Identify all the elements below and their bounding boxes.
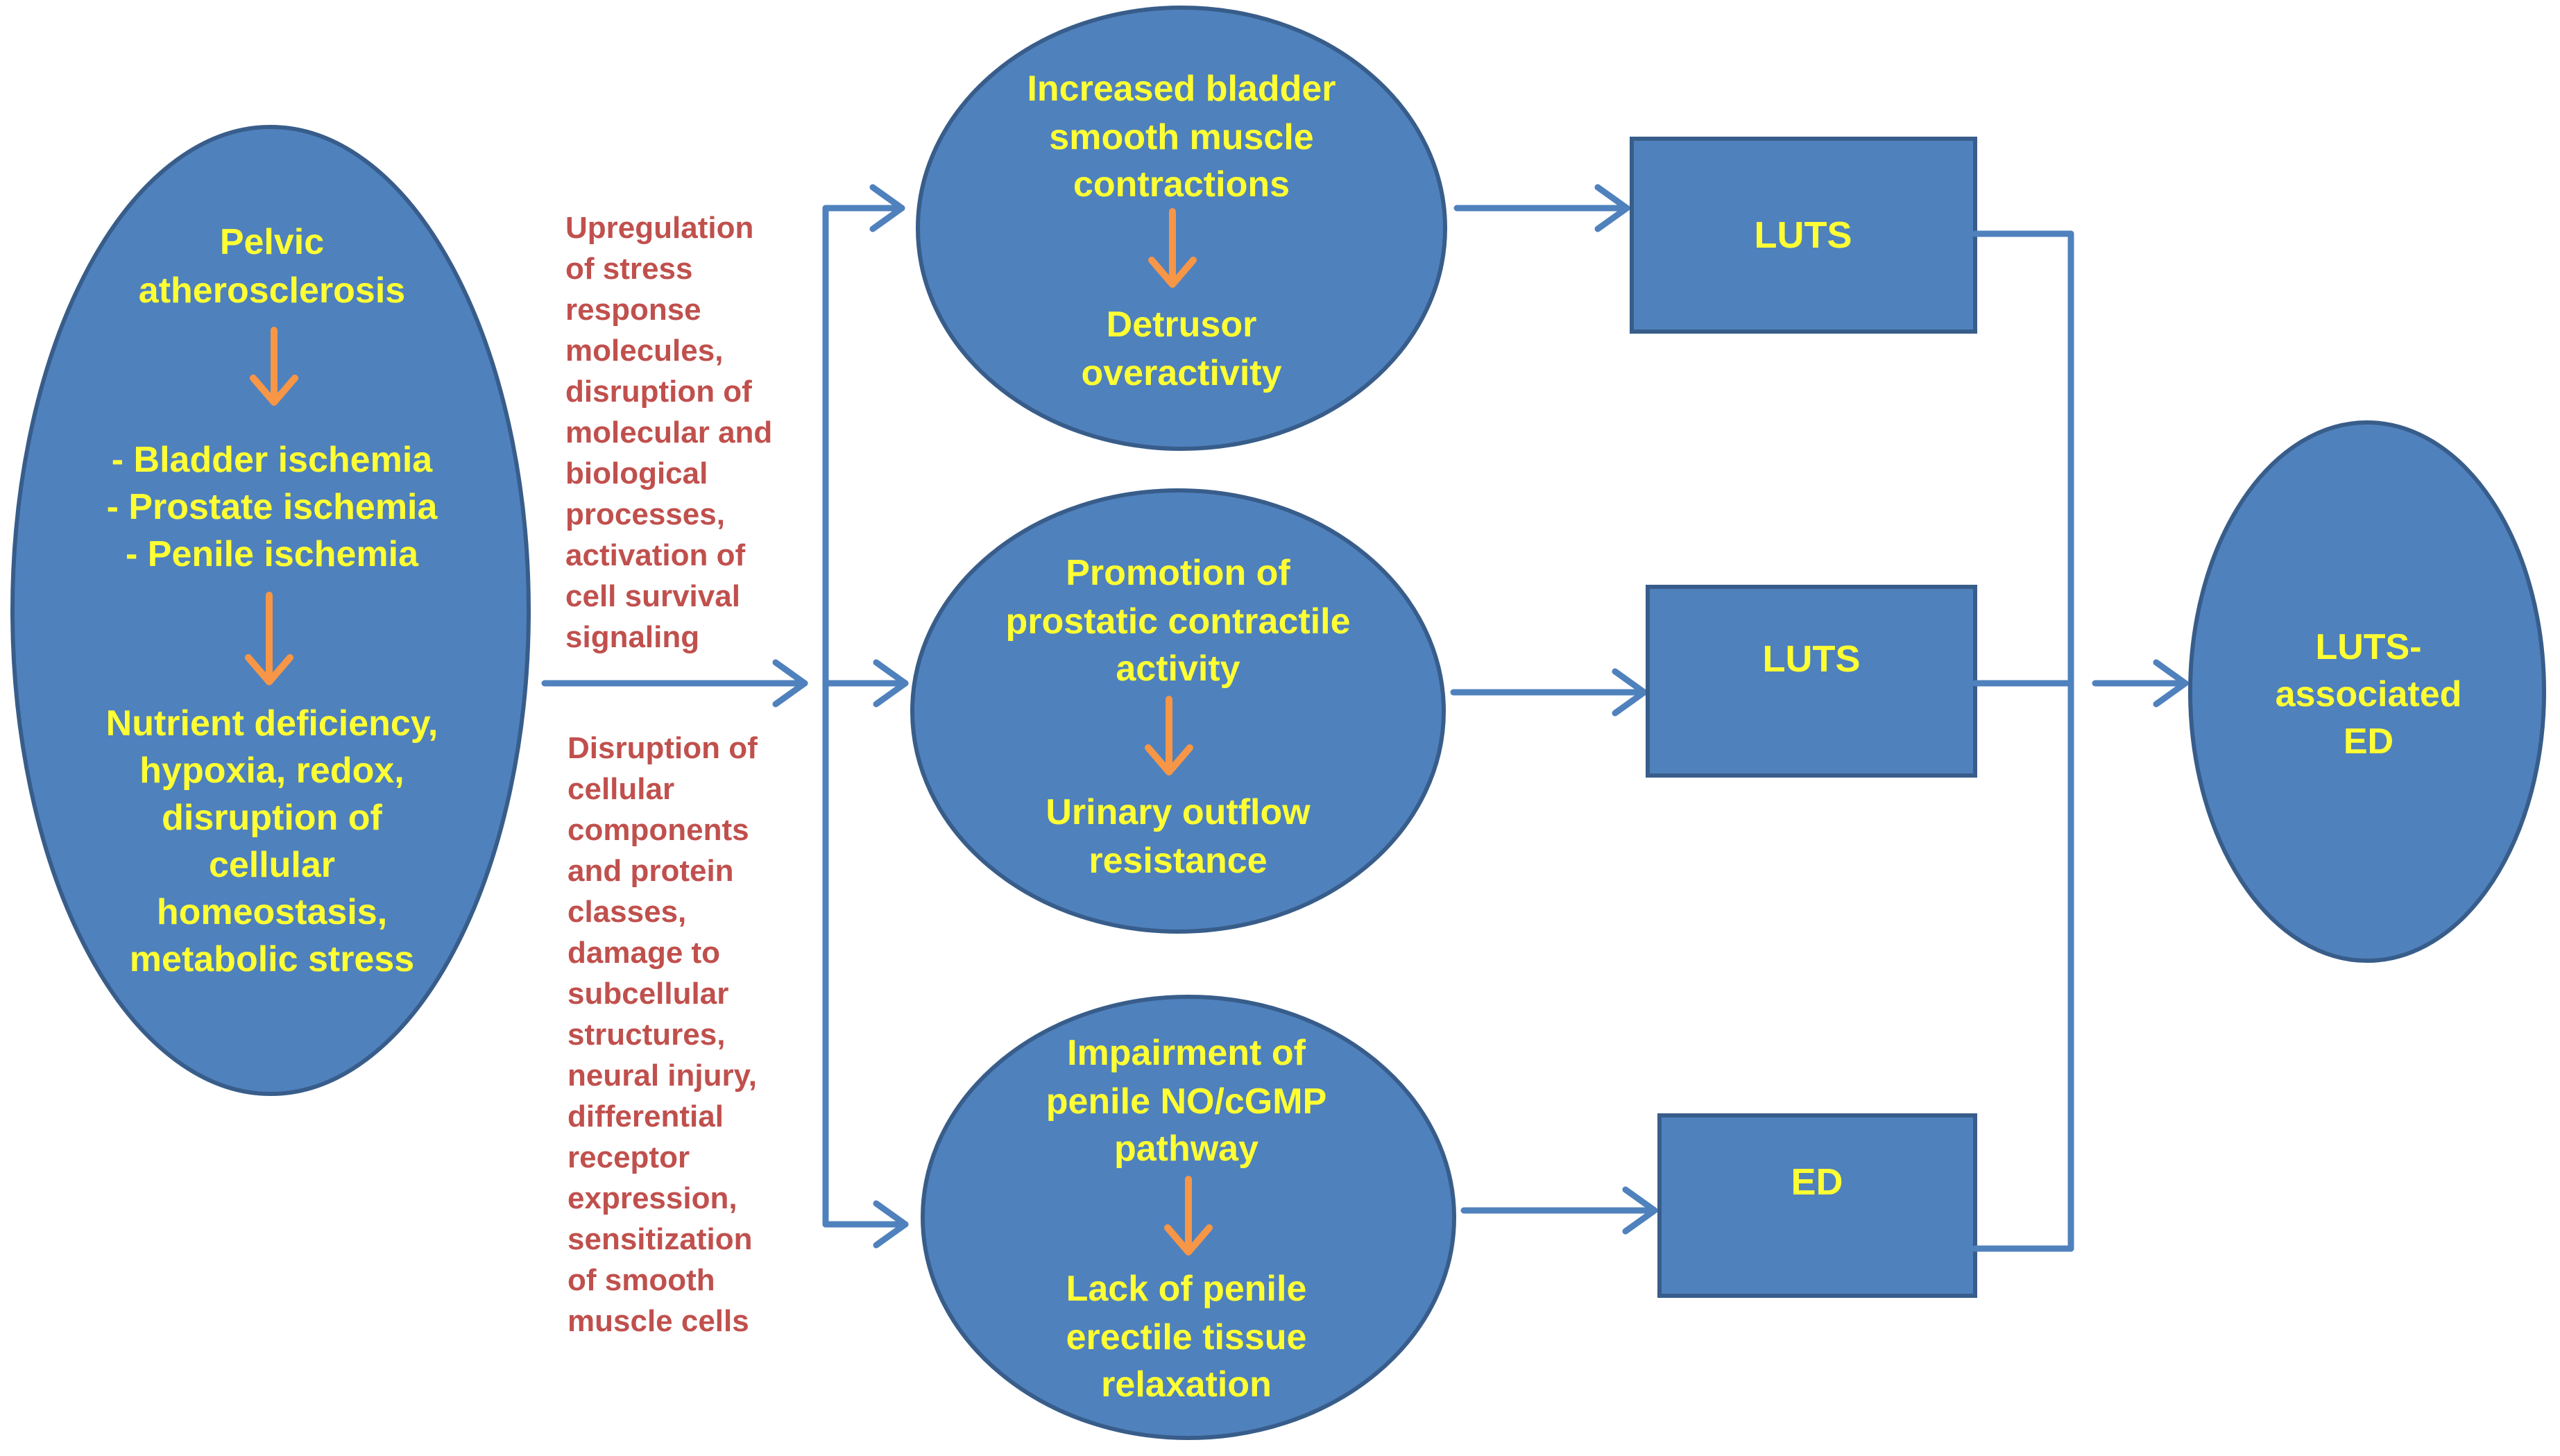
penile-top-line-1: Impairment of: [1067, 1033, 1306, 1073]
main-arrow-head: [772, 659, 808, 708]
left-effect-line-1: Nutrient deficiency,: [106, 703, 438, 744]
bladder-top-line-2: smooth muscle: [1049, 117, 1313, 157]
branch-connectors: [541, 184, 909, 1249]
bladder-ischemia-line: - Bladder ischemia: [112, 440, 433, 480]
branch-middle-head: [873, 659, 909, 708]
final-ellipse: [2188, 420, 2546, 963]
luts-box-1: LUTS: [1630, 137, 1977, 334]
penile-top-line-2: penile NO/cGMP: [1046, 1081, 1327, 1122]
luts-box-2-rect: [1646, 585, 1977, 778]
luts-box-2: LUTS: [1646, 585, 1977, 778]
prostate-top-line-1: Promotion of: [1066, 553, 1290, 593]
bladder-top-line-3: contractions: [1073, 164, 1290, 205]
luts-box-2-label: LUTS: [1763, 638, 1861, 680]
penile-down-arrow: [1164, 1176, 1213, 1256]
final-arrow-head: [2153, 659, 2189, 708]
upper-annotation-line-2: of stress: [565, 252, 692, 286]
upper-annotation: Upregulation of stress response molecule…: [565, 211, 772, 654]
lower-annotation-line-12: expression,: [568, 1181, 737, 1215]
upper-annotation-line-8: processes,: [565, 497, 725, 531]
lower-annotation-line-15: muscle cells: [568, 1304, 749, 1338]
left-effect-line-4: cellular: [209, 845, 335, 885]
lower-annotation-line-8: structures,: [568, 1018, 725, 1052]
lower-annotation: Disruption of cellular components and pr…: [568, 731, 758, 1338]
upper-annotation-line-11: signaling: [565, 620, 699, 654]
prostate-top-line-3: activity: [1116, 649, 1240, 689]
arrow-to-box-3-head: [1622, 1186, 1658, 1235]
penile-bottom-line-3: relaxation: [1101, 1364, 1272, 1405]
left-down-arrow-2: [245, 592, 293, 685]
lower-annotation-line-9: neural injury,: [568, 1059, 757, 1093]
lower-annotation-line-5: classes,: [568, 895, 686, 929]
upper-annotation-line-6: molecular and: [565, 416, 772, 449]
left-effect-line-6: metabolic stress: [130, 939, 414, 979]
penile-node: Impairment of penile NO/cGMP pathway Lac…: [921, 995, 1456, 1440]
upper-annotation-line-3: response: [565, 293, 701, 327]
penile-bottom-line-2: erectile tissue: [1066, 1317, 1307, 1357]
ed-box-label: ED: [1791, 1161, 1843, 1203]
penile-ischemia-line: - Penile ischemia: [126, 534, 419, 574]
lower-annotation-line-7: subcellular: [568, 977, 728, 1011]
bladder-bottom-line-2: overactivity: [1081, 353, 1281, 393]
left-effect-line-2: hypoxia, redox,: [139, 751, 404, 791]
prostate-node: Promotion of prostatic contractile activ…: [910, 488, 1446, 934]
bladder-top-line-1: Increased bladder: [1027, 69, 1336, 109]
lower-annotation-line-3: components: [568, 813, 749, 847]
arrow-to-box-1-head: [1594, 184, 1630, 232]
lower-annotation-line-14: of smooth: [568, 1263, 715, 1297]
left-effect-line-5: homeostasis,: [157, 892, 387, 932]
upper-annotation-line-9: activation of: [565, 538, 745, 572]
penile-top-line-3: pathway: [1114, 1129, 1258, 1169]
lower-annotation-line-2: cellular: [568, 772, 674, 806]
branch-bottom-head: [873, 1200, 909, 1249]
left-title-line-1: Pelvic: [220, 222, 324, 262]
branch-top-head: [869, 184, 905, 232]
converge-connectors: [1972, 230, 2189, 1252]
upper-annotation-line-1: Upregulation: [565, 211, 753, 245]
final-line-2: associated: [2276, 674, 2462, 714]
left-effect-line-3: disruption of: [162, 798, 382, 838]
ed-box: ED: [1657, 1113, 1977, 1298]
upper-annotation-line-4: molecules,: [565, 334, 723, 368]
final-line-1: LUTS-: [2315, 627, 2421, 667]
prostate-top-line-2: prostatic contractile: [1005, 601, 1350, 642]
prostate-ellipse: [910, 488, 1446, 934]
lower-annotation-line-4: and protein: [568, 854, 734, 888]
left-title-line-2: atherosclerosis: [139, 271, 405, 311]
prostate-bottom-line-1: Urinary outflow: [1046, 792, 1311, 832]
luts-associated-ed-node: LUTS- associated ED: [2188, 420, 2546, 963]
bladder-node: Increased bladder smooth muscle contract…: [916, 6, 1447, 451]
left-down-arrow-1: [250, 327, 298, 406]
penile-bottom-line-1: Lack of penile: [1066, 1269, 1307, 1309]
bladder-down-arrow: [1148, 208, 1197, 288]
arrow-to-box-2-head: [1612, 668, 1648, 717]
prostate-ischemia-line: - Prostate ischemia: [107, 487, 438, 527]
lower-annotation-line-1: Disruption of: [568, 731, 758, 765]
outcome-arrows: [1450, 184, 1658, 1235]
prostate-bottom-line-2: resistance: [1089, 841, 1267, 881]
upper-annotation-line-5: disruption of: [565, 375, 752, 409]
lower-annotation-line-6: damage to: [568, 936, 720, 970]
lower-annotation-line-10: differential: [568, 1099, 724, 1133]
prostate-down-arrow: [1145, 696, 1193, 776]
upper-annotation-line-7: biological: [565, 456, 708, 490]
luts-box-1-label: LUTS: [1755, 214, 1852, 256]
bladder-ellipse: [916, 6, 1447, 451]
lower-annotation-line-13: sensitization: [568, 1222, 753, 1256]
bladder-bottom-line-1: Detrusor: [1107, 305, 1257, 345]
pelvic-atherosclerosis-node: Pelvic atherosclerosis - Bladder ischemi…: [10, 125, 531, 1096]
ed-box-rect: [1657, 1113, 1977, 1298]
lower-annotation-line-11: receptor: [568, 1140, 690, 1174]
final-line-3: ED: [2344, 721, 2393, 762]
upper-annotation-line-10: cell survival: [565, 579, 740, 613]
luts-box-1-rect: [1630, 137, 1977, 334]
